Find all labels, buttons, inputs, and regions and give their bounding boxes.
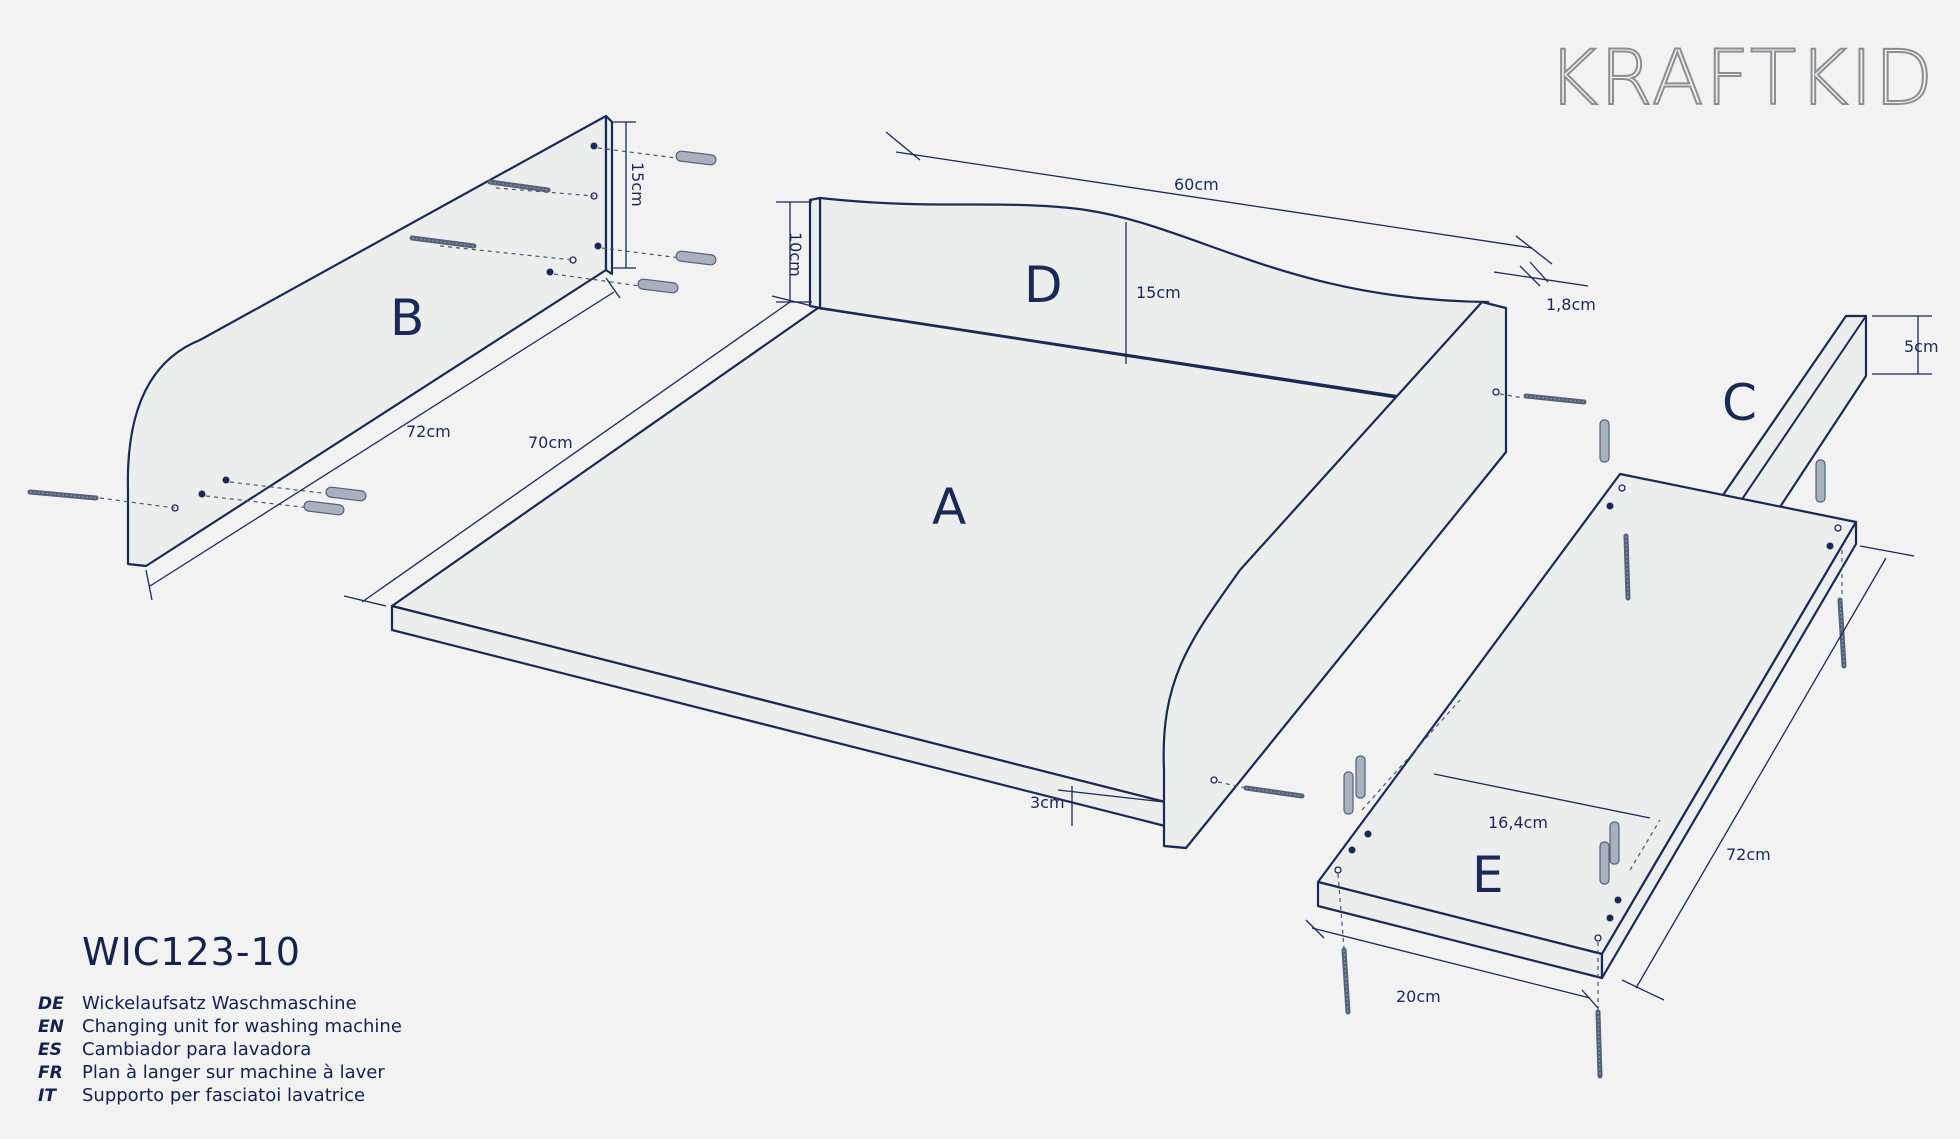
lang-code: FR bbox=[38, 1062, 63, 1083]
lang-text: Plan à langer sur machine à laver bbox=[82, 1062, 385, 1083]
dim-a-thickness: 3cm bbox=[1030, 793, 1065, 812]
panel-d bbox=[808, 196, 1490, 412]
dim-d-thickness: 1,8cm bbox=[1546, 295, 1596, 314]
product-info: WIC123-10 DE Wickelaufsatz Waschmaschine… bbox=[38, 930, 402, 1107]
lang-code: EN bbox=[38, 1016, 64, 1037]
part-label-c: C bbox=[1722, 374, 1757, 432]
dim-a-length: 70cm bbox=[528, 433, 573, 452]
lang-text: Cambiador para lavadora bbox=[82, 1039, 312, 1060]
b-dimensions bbox=[145, 121, 636, 601]
e-dimensions bbox=[1305, 545, 1915, 1009]
kraftkids-logo: KRAFTKIDS bbox=[1548, 32, 1938, 118]
lang-code: DE bbox=[38, 993, 64, 1014]
panel-b bbox=[126, 114, 614, 568]
dim-e-length: 72cm bbox=[1726, 845, 1771, 864]
lang-text: Changing unit for washing machine bbox=[82, 1016, 402, 1037]
logo-text: KRAFTKIDS bbox=[1548, 33, 1938, 118]
dim-d-height-left: 10cm bbox=[786, 232, 805, 277]
c-dimensions bbox=[1872, 315, 1932, 375]
dim-c-height: 5cm bbox=[1904, 337, 1939, 356]
dim-d-width: 60cm bbox=[1174, 175, 1219, 194]
description-en: EN Changing unit for washing machine bbox=[38, 1015, 402, 1038]
part-label-a: A bbox=[932, 478, 966, 536]
lang-text: Supporto per fasciatoi lavatrice bbox=[82, 1085, 366, 1106]
dim-d-height-mid: 15cm bbox=[1136, 283, 1181, 302]
b-hardware bbox=[27, 142, 717, 516]
dim-e-inner: 16,4cm bbox=[1488, 813, 1548, 832]
panel-e bbox=[1316, 472, 1858, 980]
d-dimensions bbox=[776, 131, 1589, 364]
a-dimensions bbox=[343, 295, 1165, 826]
description-es: ES Cambiador para lavadora bbox=[38, 1038, 402, 1061]
part-label-e: E bbox=[1472, 846, 1504, 904]
part-label-b: B bbox=[390, 289, 424, 347]
e-hardware bbox=[1337, 419, 1847, 1079]
part-label-d: D bbox=[1024, 256, 1063, 314]
dim-b-length: 72cm bbox=[406, 422, 451, 441]
description-fr: FR Plan à langer sur machine à laver bbox=[38, 1061, 402, 1084]
dim-b-height: 15cm bbox=[628, 162, 647, 207]
side-rail-right bbox=[1162, 300, 1587, 850]
lang-code: ES bbox=[38, 1039, 62, 1060]
model-number: WIC123-10 bbox=[82, 930, 301, 974]
lang-code: IT bbox=[38, 1085, 56, 1106]
dim-e-width: 20cm bbox=[1396, 987, 1441, 1006]
lang-text: Wickelaufsatz Waschmaschine bbox=[82, 993, 357, 1014]
description-de: DE Wickelaufsatz Waschmaschine bbox=[38, 992, 402, 1015]
description-it: IT Supporto per fasciatoi lavatrice bbox=[38, 1084, 402, 1107]
